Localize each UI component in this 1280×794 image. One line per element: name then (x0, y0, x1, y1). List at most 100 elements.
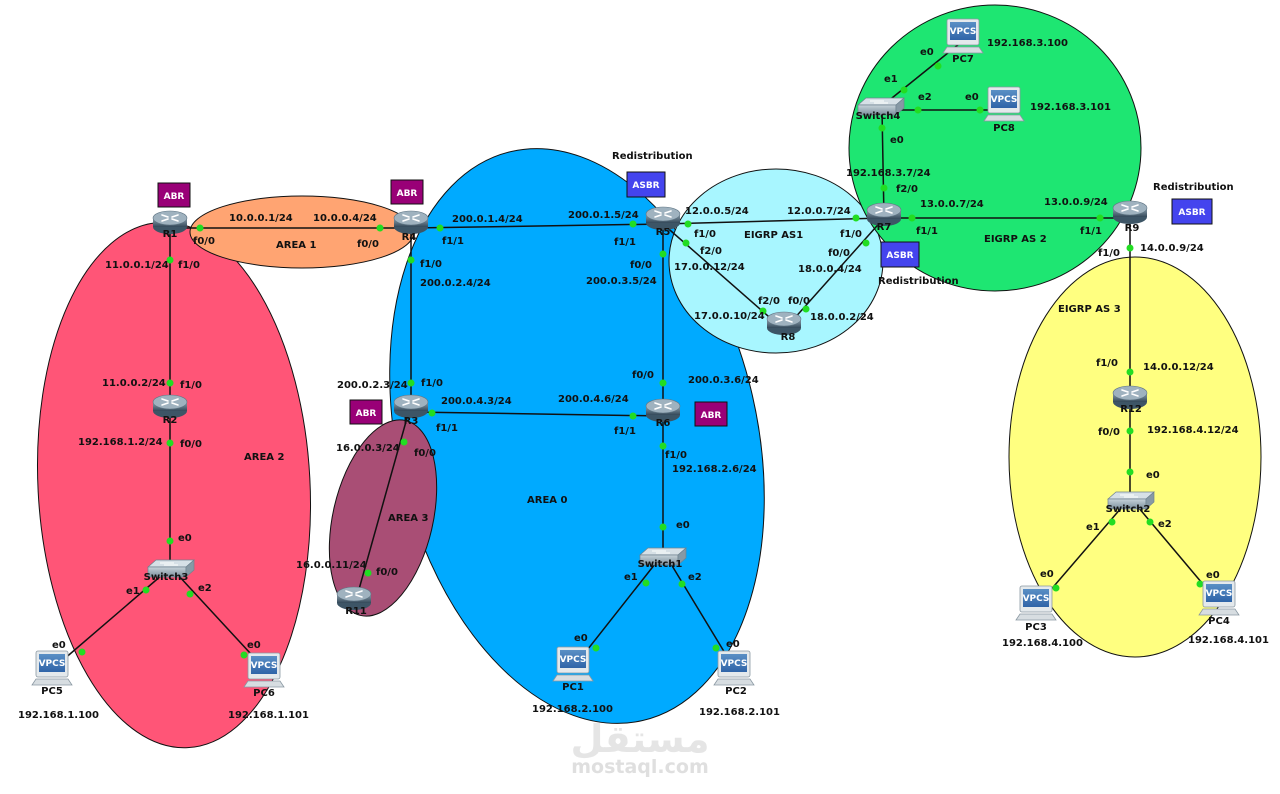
r5-f10-label: f1/0 (694, 229, 716, 240)
r12-f10-label: f1/0 (1096, 358, 1118, 369)
r5-f20-label: f2/0 (700, 246, 722, 257)
r3-ip-r11-label: 16.0.0.3/24 (336, 443, 400, 454)
watermark-url: mostaql.com (571, 756, 709, 778)
abr-tag-r4: ABR (390, 179, 424, 205)
eigrp-as3-region (1008, 256, 1262, 658)
redistribution-label-r5: Redistribution (612, 151, 693, 162)
port-dot (78, 648, 86, 656)
r9-f11-label: f1/1 (1080, 226, 1102, 237)
r4-ip-label: 10.0.0.4/24 (313, 213, 377, 224)
router-r11-label: R11 (345, 606, 367, 617)
r3-ip-r6-label: 200.0.4.3/24 (441, 396, 512, 407)
pc8-e0-label: e0 (965, 92, 979, 103)
pc5-e0-label: e0 (52, 640, 66, 651)
r1-f10-label: f1/0 (178, 260, 200, 271)
sw1-e2-label: e2 (688, 572, 702, 583)
area-regions (36, 4, 1262, 749)
port-dot (908, 214, 916, 222)
area-0-label: AREA 0 (527, 495, 567, 506)
sw3-e1-label: e1 (126, 586, 140, 597)
pc-pc6[interactable]: VPCS (243, 652, 285, 688)
area-2-label: AREA 2 (244, 452, 284, 463)
r2-f10-label: f1/0 (180, 380, 202, 391)
port-dot (1052, 584, 1060, 592)
sw4-e0-label: e0 (890, 135, 904, 146)
r4-ip-r5-label: 200.0.1.4/24 (452, 214, 523, 225)
port-dot (1126, 427, 1134, 435)
pc7-label: PC7 (952, 54, 974, 65)
redistribution-label-r9: Redistribution (1153, 182, 1234, 193)
port-dot (1126, 368, 1134, 376)
r6-f11-label: f1/1 (614, 426, 636, 437)
router-r9[interactable] (1112, 200, 1148, 225)
port-dot (186, 590, 194, 598)
pc-pc8[interactable]: VPCS (983, 86, 1025, 122)
port-dot (428, 409, 436, 417)
pc8-ip: 192.168.3.101 (1030, 102, 1111, 113)
pc-pc7[interactable]: VPCS (942, 18, 984, 54)
link-r5-r7 (662, 217, 885, 225)
abr-tag-r1: ABR (157, 182, 191, 208)
svg-text:VPCS: VPCS (1023, 594, 1050, 604)
port-dot (1108, 518, 1116, 526)
device-names: R1 R2 R4 R3 R5 R6 R7 R8 R9 R11 R12 Switc… (41, 54, 1230, 699)
switch4-label: Switch4 (856, 111, 901, 122)
r7-f00-label: f0/0 (828, 248, 850, 259)
port-dot (682, 239, 690, 247)
pc-pc1[interactable]: VPCS (552, 646, 594, 682)
sw1-e0-label: e0 (676, 520, 690, 531)
svg-text:ABR: ABR (701, 411, 722, 421)
pc5-label: PC5 (41, 686, 63, 697)
r4-ip-r3-label: 200.0.2.4/24 (420, 278, 491, 289)
eigrp-as2-region (848, 4, 1142, 292)
r8-ip-r5-label: 17.0.0.10/24 (694, 311, 765, 322)
port-dot (642, 579, 650, 587)
pc2-ip: 192.168.2.101 (699, 707, 780, 718)
svg-text:ABR: ABR (164, 192, 185, 202)
router-r4-label: R4 (402, 232, 417, 243)
r11-f00-label: f0/0 (376, 567, 398, 578)
port-dot (878, 124, 886, 132)
svg-text:VPCS: VPCS (1206, 589, 1233, 599)
port-dot (1146, 518, 1154, 526)
link-r3-r11 (355, 417, 408, 601)
r6-ip-r5-label: 200.0.3.6/24 (688, 375, 759, 386)
redistribution-label-r7: Redistribution (878, 276, 959, 287)
pc6-e0-label: e0 (247, 640, 261, 651)
r7-f11-label: f1/1 (916, 226, 938, 237)
r5-ip-r7-label: 12.0.0.5/24 (685, 206, 749, 217)
port-dot (1126, 468, 1134, 476)
switch3-label: Switch3 (144, 572, 189, 583)
port-dot (407, 379, 415, 387)
eigrp-as2-label: EIGRP AS 2 (984, 234, 1047, 245)
r9-f10-label: f1/0 (1098, 248, 1120, 259)
svg-text:VPCS: VPCS (251, 661, 278, 671)
r3-f10-label: f1/0 (421, 378, 443, 389)
pc-pc3[interactable]: VPCS (1015, 585, 1057, 621)
interface-labels: 10.0.0.1/24 10.0.0.4/24 f0/0 f0/0 11.0.0… (52, 47, 1239, 651)
pc-pc5[interactable]: VPCS (31, 650, 73, 686)
router-r4[interactable] (393, 210, 429, 235)
link-r3-r6 (410, 411, 664, 417)
r3-f11-label: f1/1 (436, 423, 458, 434)
area-1-label: AREA 1 (276, 240, 316, 251)
pc7-e0-label: e0 (920, 47, 934, 58)
r2-ip2-label: 192.168.1.2/24 (78, 437, 163, 448)
pc-pc4[interactable]: VPCS (1198, 580, 1240, 616)
port-dot (1196, 580, 1204, 588)
r8-ip-r7-label: 18.0.0.2/24 (810, 312, 874, 323)
port-dot (240, 651, 248, 659)
router-r8-label: R8 (781, 332, 796, 343)
pc3-ip: 192.168.4.100 (1002, 638, 1083, 649)
r6-f10-label: f1/0 (665, 450, 687, 461)
router-r3[interactable] (393, 394, 429, 419)
router-r7-label: R7 (877, 222, 892, 233)
pc-pc2[interactable]: VPCS (713, 650, 755, 686)
r5-f11-label: f1/1 (614, 237, 636, 248)
port-dot (629, 412, 637, 420)
interface-dots (78, 62, 1204, 659)
eigrp-as3-label: EIGRP AS 3 (1058, 304, 1121, 315)
r12-f00-label: f0/0 (1098, 427, 1120, 438)
r5-ip-r8-label: 17.0.0.12/24 (674, 262, 745, 273)
r7-ip-sw4-label: 192.168.3.7/24 (846, 168, 931, 179)
